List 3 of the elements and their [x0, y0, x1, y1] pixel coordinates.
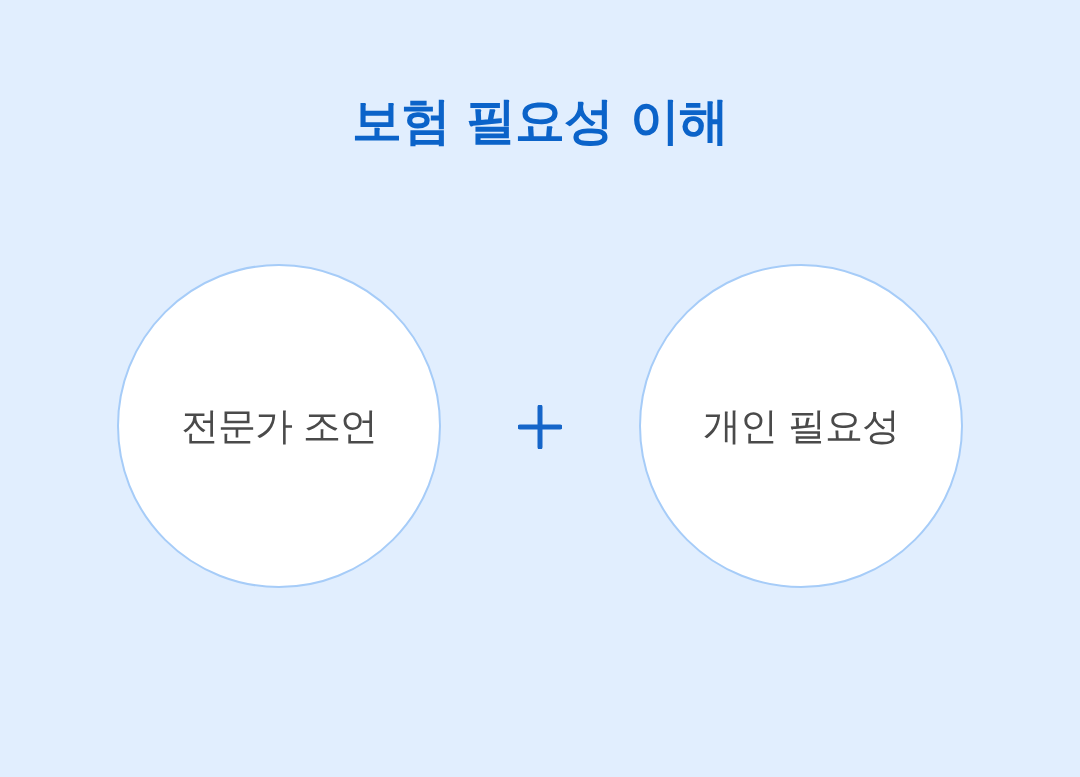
node-label: 전문가 조언	[180, 402, 378, 450]
node-label: 개인 필요성	[702, 402, 900, 450]
title: 보험 필요성 이해	[352, 92, 728, 150]
